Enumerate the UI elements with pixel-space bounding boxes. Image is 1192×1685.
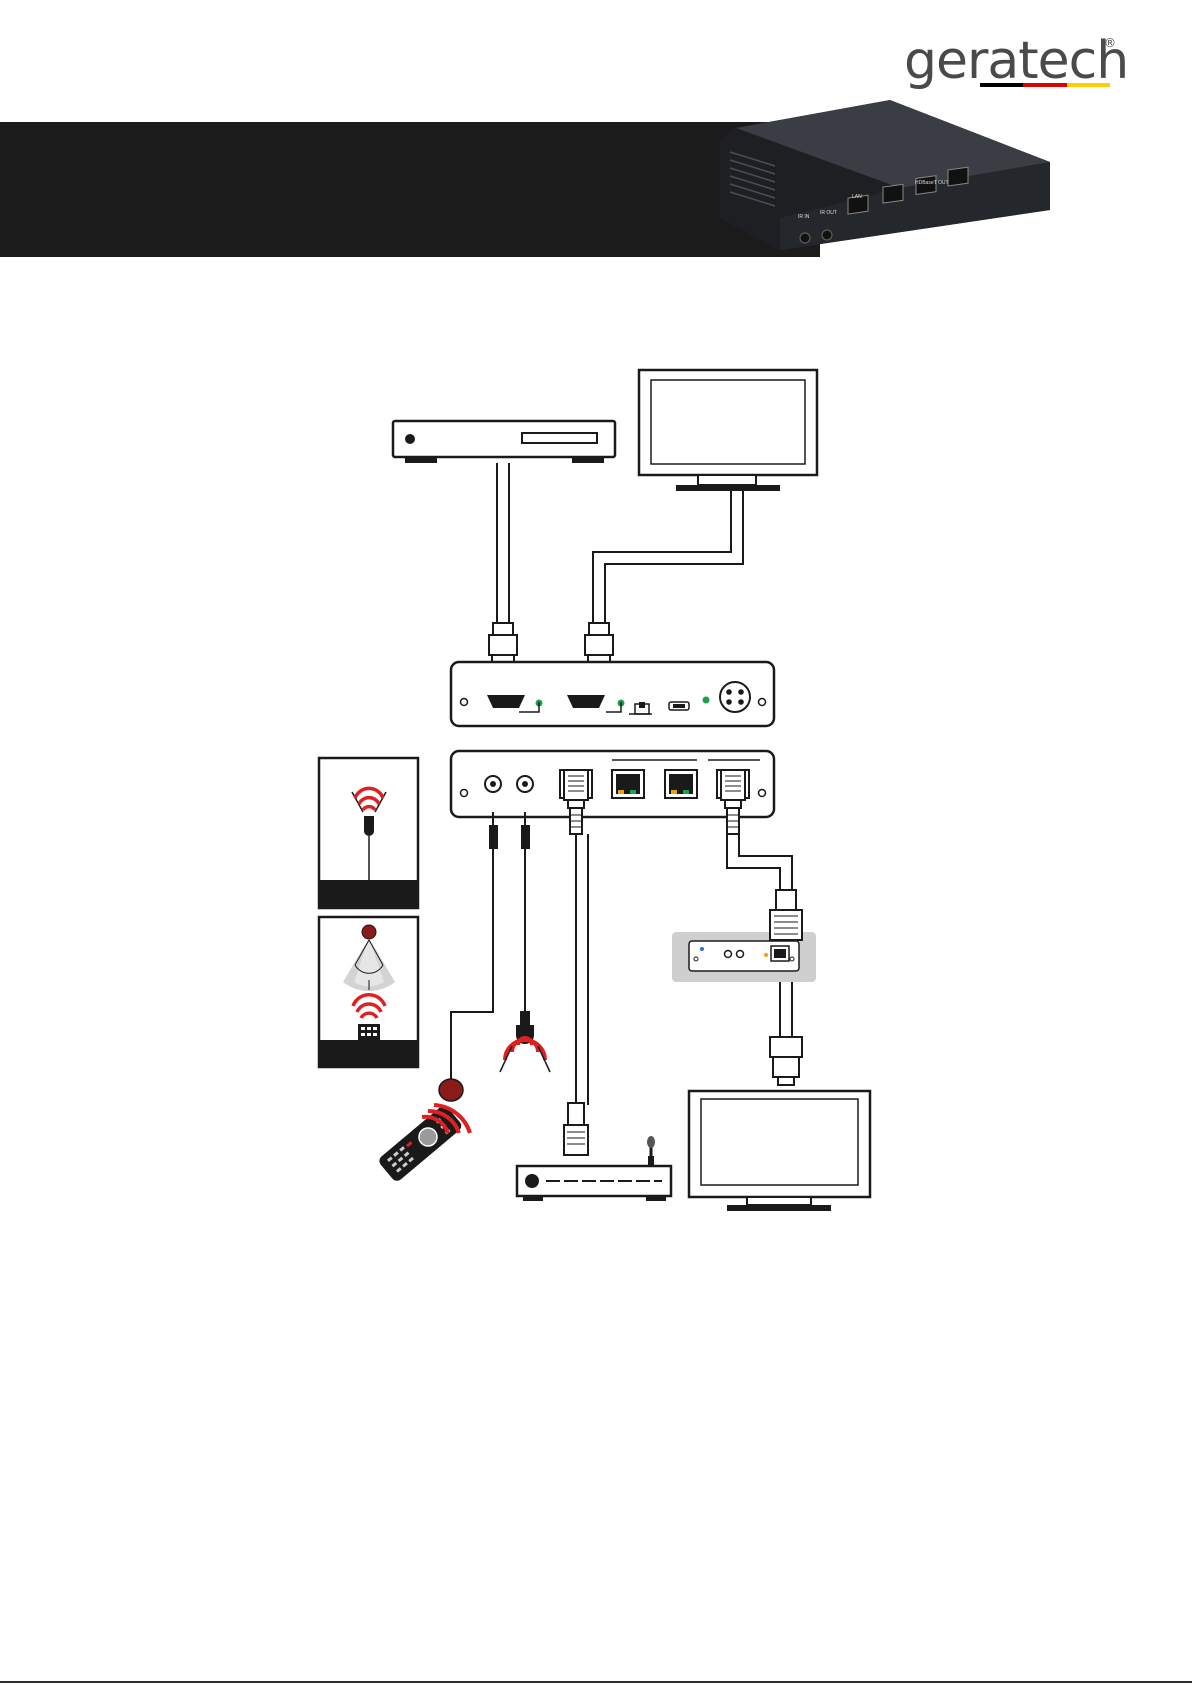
header-banner bbox=[0, 122, 820, 257]
photo-label-ir-out: IR OUT bbox=[820, 210, 837, 216]
rj45-plug-hdbaset-icon bbox=[721, 770, 745, 834]
transmitter-front-panel bbox=[451, 662, 774, 726]
connection-diagram bbox=[0, 300, 1192, 1240]
product-photo: IR IN IR OUT LAN HDBaseT OUT bbox=[720, 100, 1060, 290]
remote-control-icon bbox=[377, 1104, 470, 1184]
ir-emitter-icon bbox=[500, 1011, 550, 1072]
photo-label-lan: LAN bbox=[852, 194, 862, 200]
flag-stripe-red bbox=[1023, 83, 1066, 87]
ir-emitter-angle-panel bbox=[319, 917, 418, 1067]
registered-mark: ® bbox=[1104, 36, 1116, 50]
rj45-plug-lan-icon bbox=[564, 770, 588, 834]
rj45-plug-router-icon bbox=[564, 1103, 588, 1155]
footer-rule bbox=[0, 1681, 1192, 1683]
remote-display-monitor-icon bbox=[689, 1091, 870, 1211]
brand-logo: geratech ® bbox=[890, 26, 1120, 96]
brand-flag-stripe bbox=[980, 83, 1110, 87]
router-icon bbox=[517, 1136, 671, 1201]
hdmi-plug-remote-display-icon bbox=[770, 1037, 802, 1085]
ir-receiver-icon bbox=[439, 1079, 463, 1101]
photo-label-hdbaset-out: HDBaseT OUT bbox=[915, 180, 949, 186]
flag-stripe-gold bbox=[1067, 83, 1110, 87]
blu-ray-player-icon bbox=[393, 421, 615, 463]
flag-stripe-black bbox=[980, 83, 1023, 87]
photo-label-ir-in: IR IN bbox=[798, 214, 810, 220]
local-display-monitor-icon bbox=[639, 370, 817, 491]
rj45-plug-receiver-icon bbox=[770, 890, 802, 940]
ir-receiver-placement-panel bbox=[319, 758, 418, 908]
